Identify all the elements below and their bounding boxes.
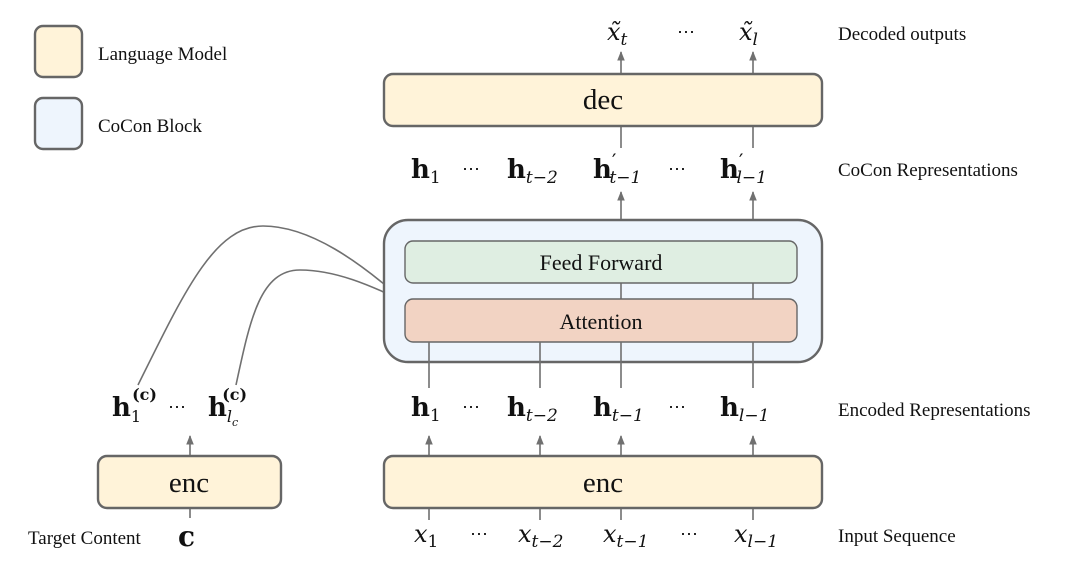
target-content-c: c (178, 520, 195, 553)
context-connection-1 (137, 225, 406, 386)
row-label-input-sequence: Input Sequence (838, 526, 956, 547)
legend-label-cocon-block: CoCon Block (98, 116, 202, 137)
decoded-outputs-row: x̃t ⋯ x̃l (607, 18, 758, 50)
target-dots: ⋯ (168, 397, 186, 418)
encoded-ht1: ht−1 (593, 393, 644, 426)
encoded-dots-1: ⋯ (462, 397, 480, 418)
feed-forward-layer: Feed Forward (404, 240, 798, 284)
legend: Language Model CoCon Block (33, 24, 227, 151)
input-dots-2: ⋯ (680, 524, 698, 545)
attention-label: Attention (559, 309, 642, 334)
target-encoded-row: h1(c) ⋯ hlc(c) (112, 385, 247, 429)
input-xt1: xt−1 (603, 520, 648, 552)
input-xl1: xl−1 (734, 520, 778, 552)
row-label-cocon-representations: CoCon Representations (838, 160, 1018, 181)
feed-forward-label: Feed Forward (540, 250, 663, 275)
row-label-target-content: Target Content (28, 528, 142, 549)
row-label-encoded-representations: Encoded Representations (838, 400, 1031, 421)
context-connection-2 (235, 269, 406, 386)
input-xt2: xt−2 (518, 520, 563, 552)
encoded-ht2: ht−2 (507, 393, 558, 426)
enc-target-label: enc (169, 467, 209, 499)
enc-target-block: enc (96, 454, 283, 510)
input-dots-1: ⋯ (470, 524, 488, 545)
dec-label: dec (583, 84, 623, 116)
decoded-xl: x̃l (739, 18, 758, 50)
dec-block: dec (382, 72, 824, 128)
legend-swatch-cocon-block (33, 96, 84, 151)
enc-main-label: enc (583, 467, 623, 499)
cocon-representations-row: h1 ⋯ ht−2 h′t−1 ⋯ h′l−1 (411, 149, 767, 188)
cocon-dots-2: ⋯ (668, 159, 686, 180)
row-label-decoded-outputs: Decoded outputs (838, 24, 966, 45)
cocon-ht1-prime: h′t−1 (593, 149, 641, 188)
target-h1c: h1(c) (112, 385, 157, 426)
cocon-block: Feed Forward Attention (382, 218, 824, 364)
input-x1: x1 (414, 520, 438, 552)
enc-main-block: enc (382, 454, 824, 510)
decoded-dots: ⋯ (677, 22, 695, 43)
input-sequence-row: x1 ⋯ xt−2 xt−1 ⋯ xl−1 (414, 520, 778, 552)
cocon-ht2: ht−2 (507, 155, 558, 188)
encoded-representations-row: h1 ⋯ ht−2 ht−1 ⋯ hl−1 (411, 393, 769, 426)
encoded-h1: h1 (411, 393, 441, 426)
cocon-dots-1: ⋯ (462, 159, 480, 180)
decoded-xt: x̃t (607, 18, 628, 50)
encoded-dots-2: ⋯ (668, 397, 686, 418)
legend-swatch-language-model (33, 24, 84, 79)
attention-layer: Attention (404, 298, 798, 343)
target-hlc: hlc(c) (208, 385, 247, 429)
encoded-hl1: hl−1 (720, 393, 769, 426)
cocon-h1: h1 (411, 155, 441, 188)
cocon-hl1-prime: h′l−1 (720, 149, 767, 188)
legend-label-language-model: Language Model (98, 44, 227, 65)
